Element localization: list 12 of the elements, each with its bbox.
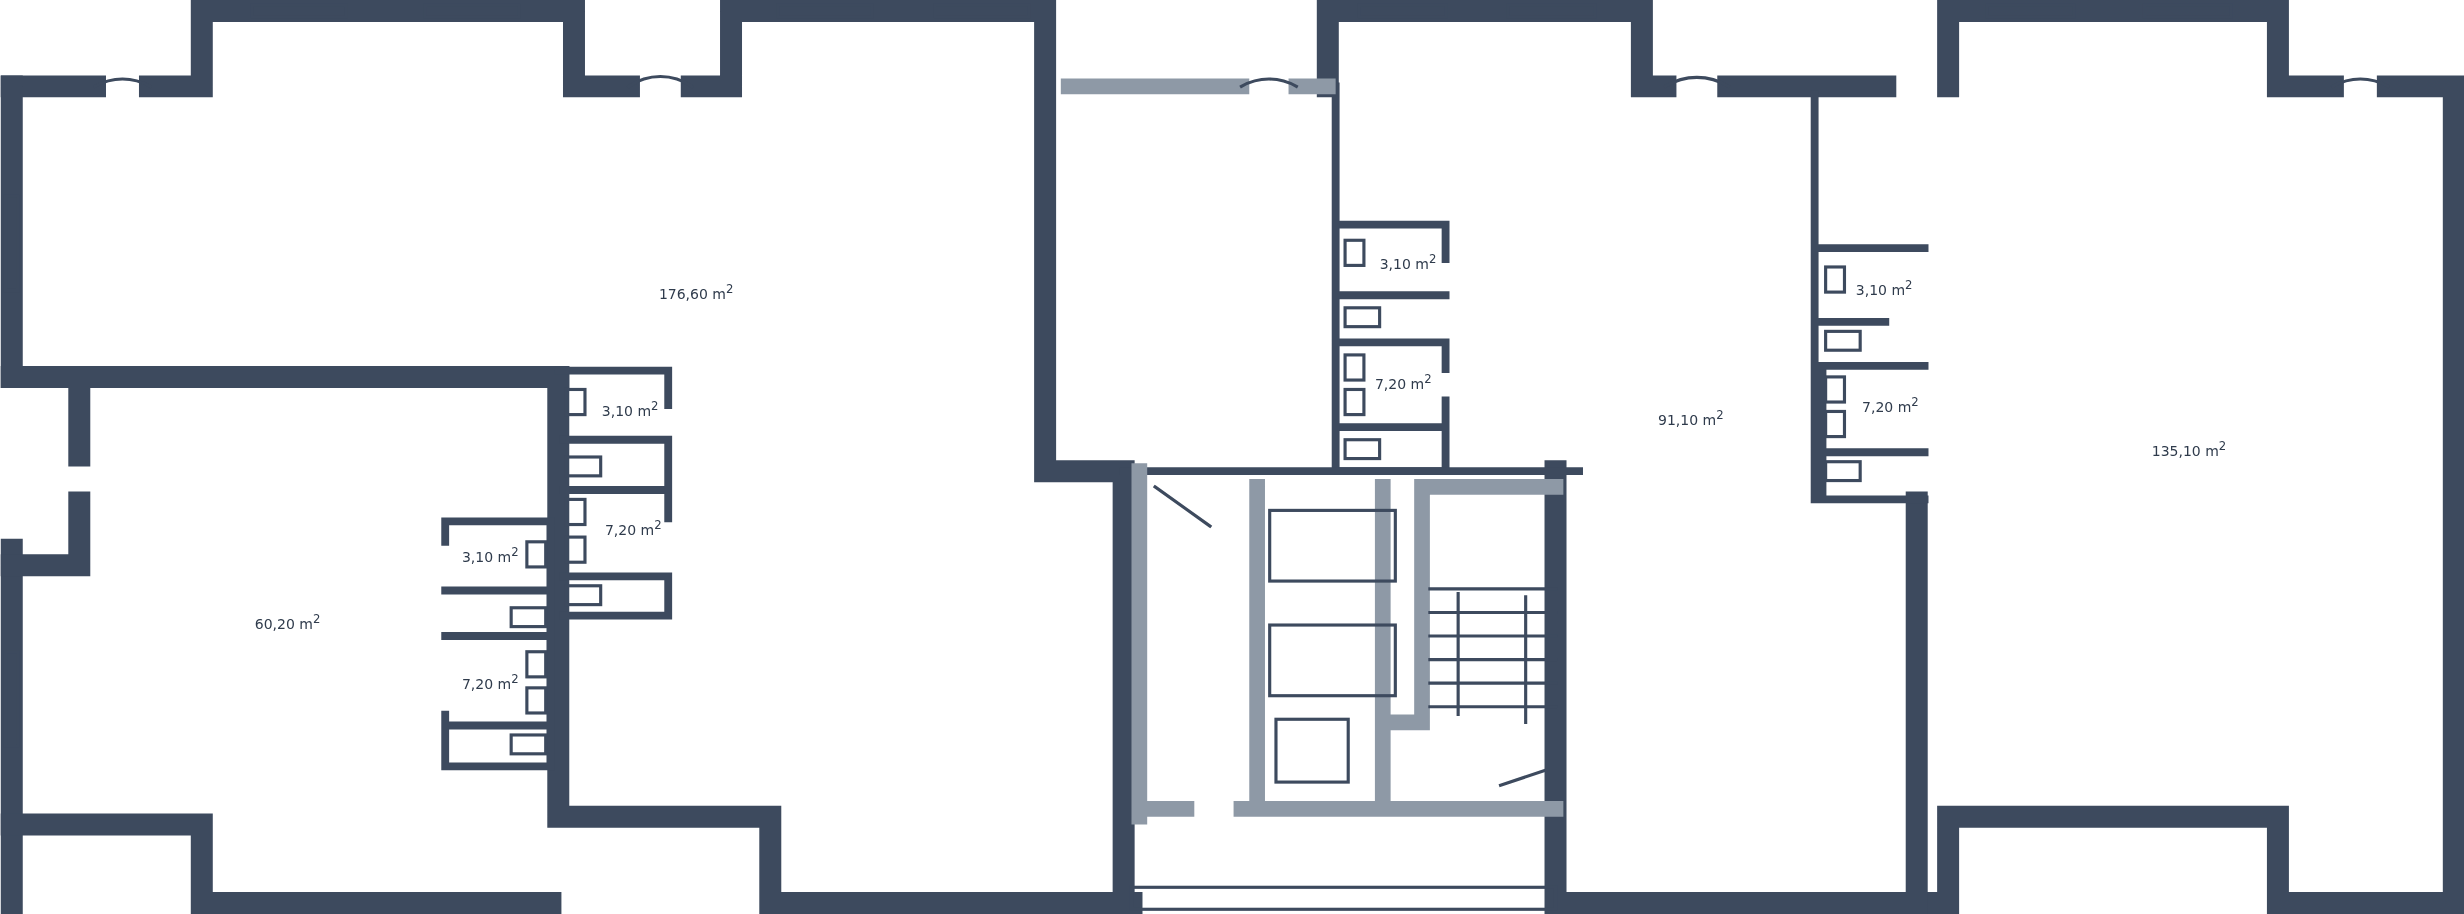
room-area-label: 60,20 m$^{2}$	[254, 612, 321, 633]
room-area-label: 176,60 m$^{2}$	[658, 282, 734, 303]
room-area-label: 3,10 m$^{2}$	[1855, 277, 1913, 298]
room-area-label: 7,20 m$^{2}$	[1374, 372, 1432, 392]
room-area-label: 3,10 m$^{2}$	[1379, 252, 1437, 273]
room-area-label: 135,10 m$^{2}$	[2151, 439, 2227, 460]
room-area-label: 7,20 m$^{2}$	[461, 672, 519, 692]
room-area-label: 91,10 m$^{2}$	[1658, 408, 1724, 428]
room-area-label: 3,10 m$^{2}$	[461, 544, 519, 565]
room-area-label: 7,20 m$^{2}$	[604, 518, 662, 538]
room-area-label: 3,10 m$^{2}$	[601, 398, 659, 419]
room-area-label: 7,20 m$^{2}$	[1862, 395, 1919, 416]
